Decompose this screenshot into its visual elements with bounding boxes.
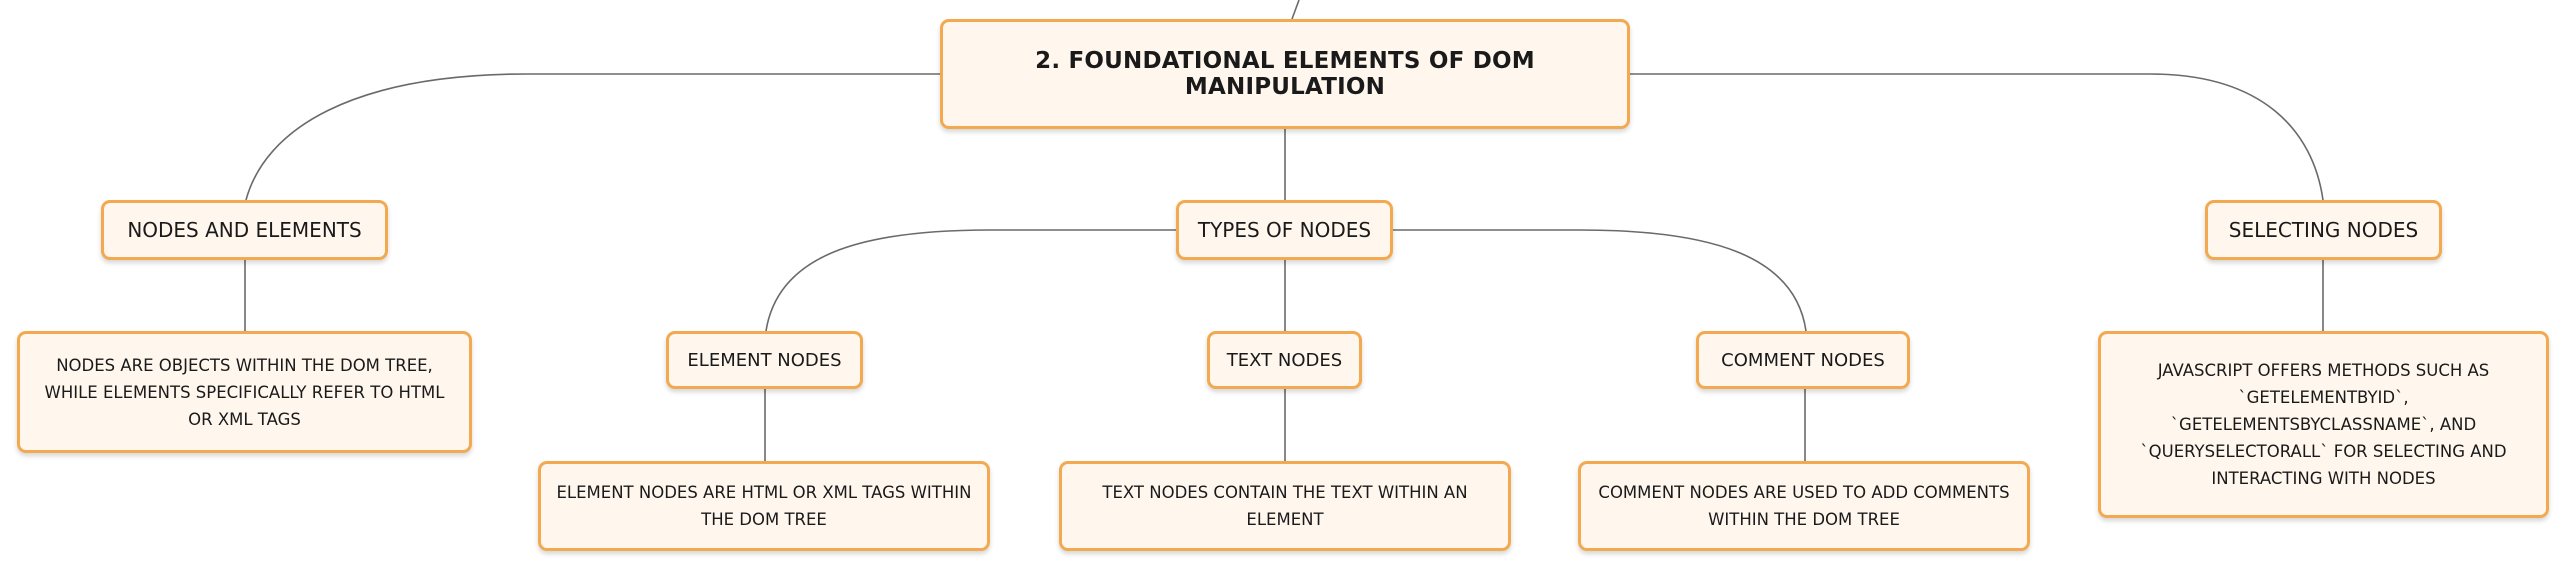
connector-types-element: [765, 229, 1176, 332]
detail-nodes-and-elements[interactable]: NODES ARE OBJECTS WITHIN THE DOM TREE, W…: [17, 331, 472, 453]
connector-types-comment: [1393, 229, 1807, 332]
topic-nodes-and-elements[interactable]: NODES AND ELEMENTS: [101, 200, 388, 260]
subtopic-label: COMMENT NODES: [1721, 349, 1885, 371]
detail-text: ELEMENT NODES ARE HTML OR XML TAGS WITHI…: [556, 483, 972, 529]
topic-selecting-nodes[interactable]: SELECTING NODES: [2205, 200, 2442, 260]
root-topic-node[interactable]: 2. FOUNDATIONAL ELEMENTS OF DOM MANIPULA…: [940, 19, 1630, 129]
detail-text: JAVASCRIPT OFFERS METHODS SUCH AS `GETEL…: [2140, 361, 2507, 488]
subtopic-element-nodes[interactable]: ELEMENT NODES: [666, 331, 863, 389]
subtopic-text-nodes[interactable]: TEXT NODES: [1207, 331, 1362, 389]
detail-comment-nodes[interactable]: COMMENT NODES ARE USED TO ADD COMMENTS W…: [1578, 461, 2030, 551]
subtopic-comment-nodes[interactable]: COMMENT NODES: [1696, 331, 1910, 389]
detail-text: NODES ARE OBJECTS WITHIN THE DOM TREE, W…: [44, 355, 445, 429]
topic-types-of-nodes[interactable]: TYPES OF NODES: [1176, 200, 1393, 260]
detail-selecting-nodes[interactable]: JAVASCRIPT OFFERS METHODS SUCH AS `GETEL…: [2098, 331, 2549, 518]
root-topic-label: 2. FOUNDATIONAL ELEMENTS OF DOM MANIPULA…: [1035, 48, 1535, 100]
detail-element-nodes[interactable]: ELEMENT NODES ARE HTML OR XML TAGS WITHI…: [538, 461, 990, 551]
connector-root-nodes-elements: [245, 73, 940, 201]
detail-text: COMMENT NODES ARE USED TO ADD COMMENTS W…: [1598, 483, 2010, 529]
detail-text-nodes[interactable]: TEXT NODES CONTAIN THE TEXT WITHIN AN EL…: [1059, 461, 1511, 551]
subtopic-label: TEXT NODES: [1226, 349, 1343, 371]
topic-label: TYPES OF NODES: [1197, 218, 1372, 242]
topic-label: SELECTING NODES: [2228, 218, 2419, 242]
detail-text: TEXT NODES CONTAIN THE TEXT WITHIN AN EL…: [1102, 483, 1468, 529]
subtopic-label: ELEMENT NODES: [687, 349, 842, 371]
connector-parent-root: [1291, 0, 1300, 20]
topic-label: NODES AND ELEMENTS: [127, 218, 362, 242]
connector-root-selecting: [1630, 73, 2324, 201]
